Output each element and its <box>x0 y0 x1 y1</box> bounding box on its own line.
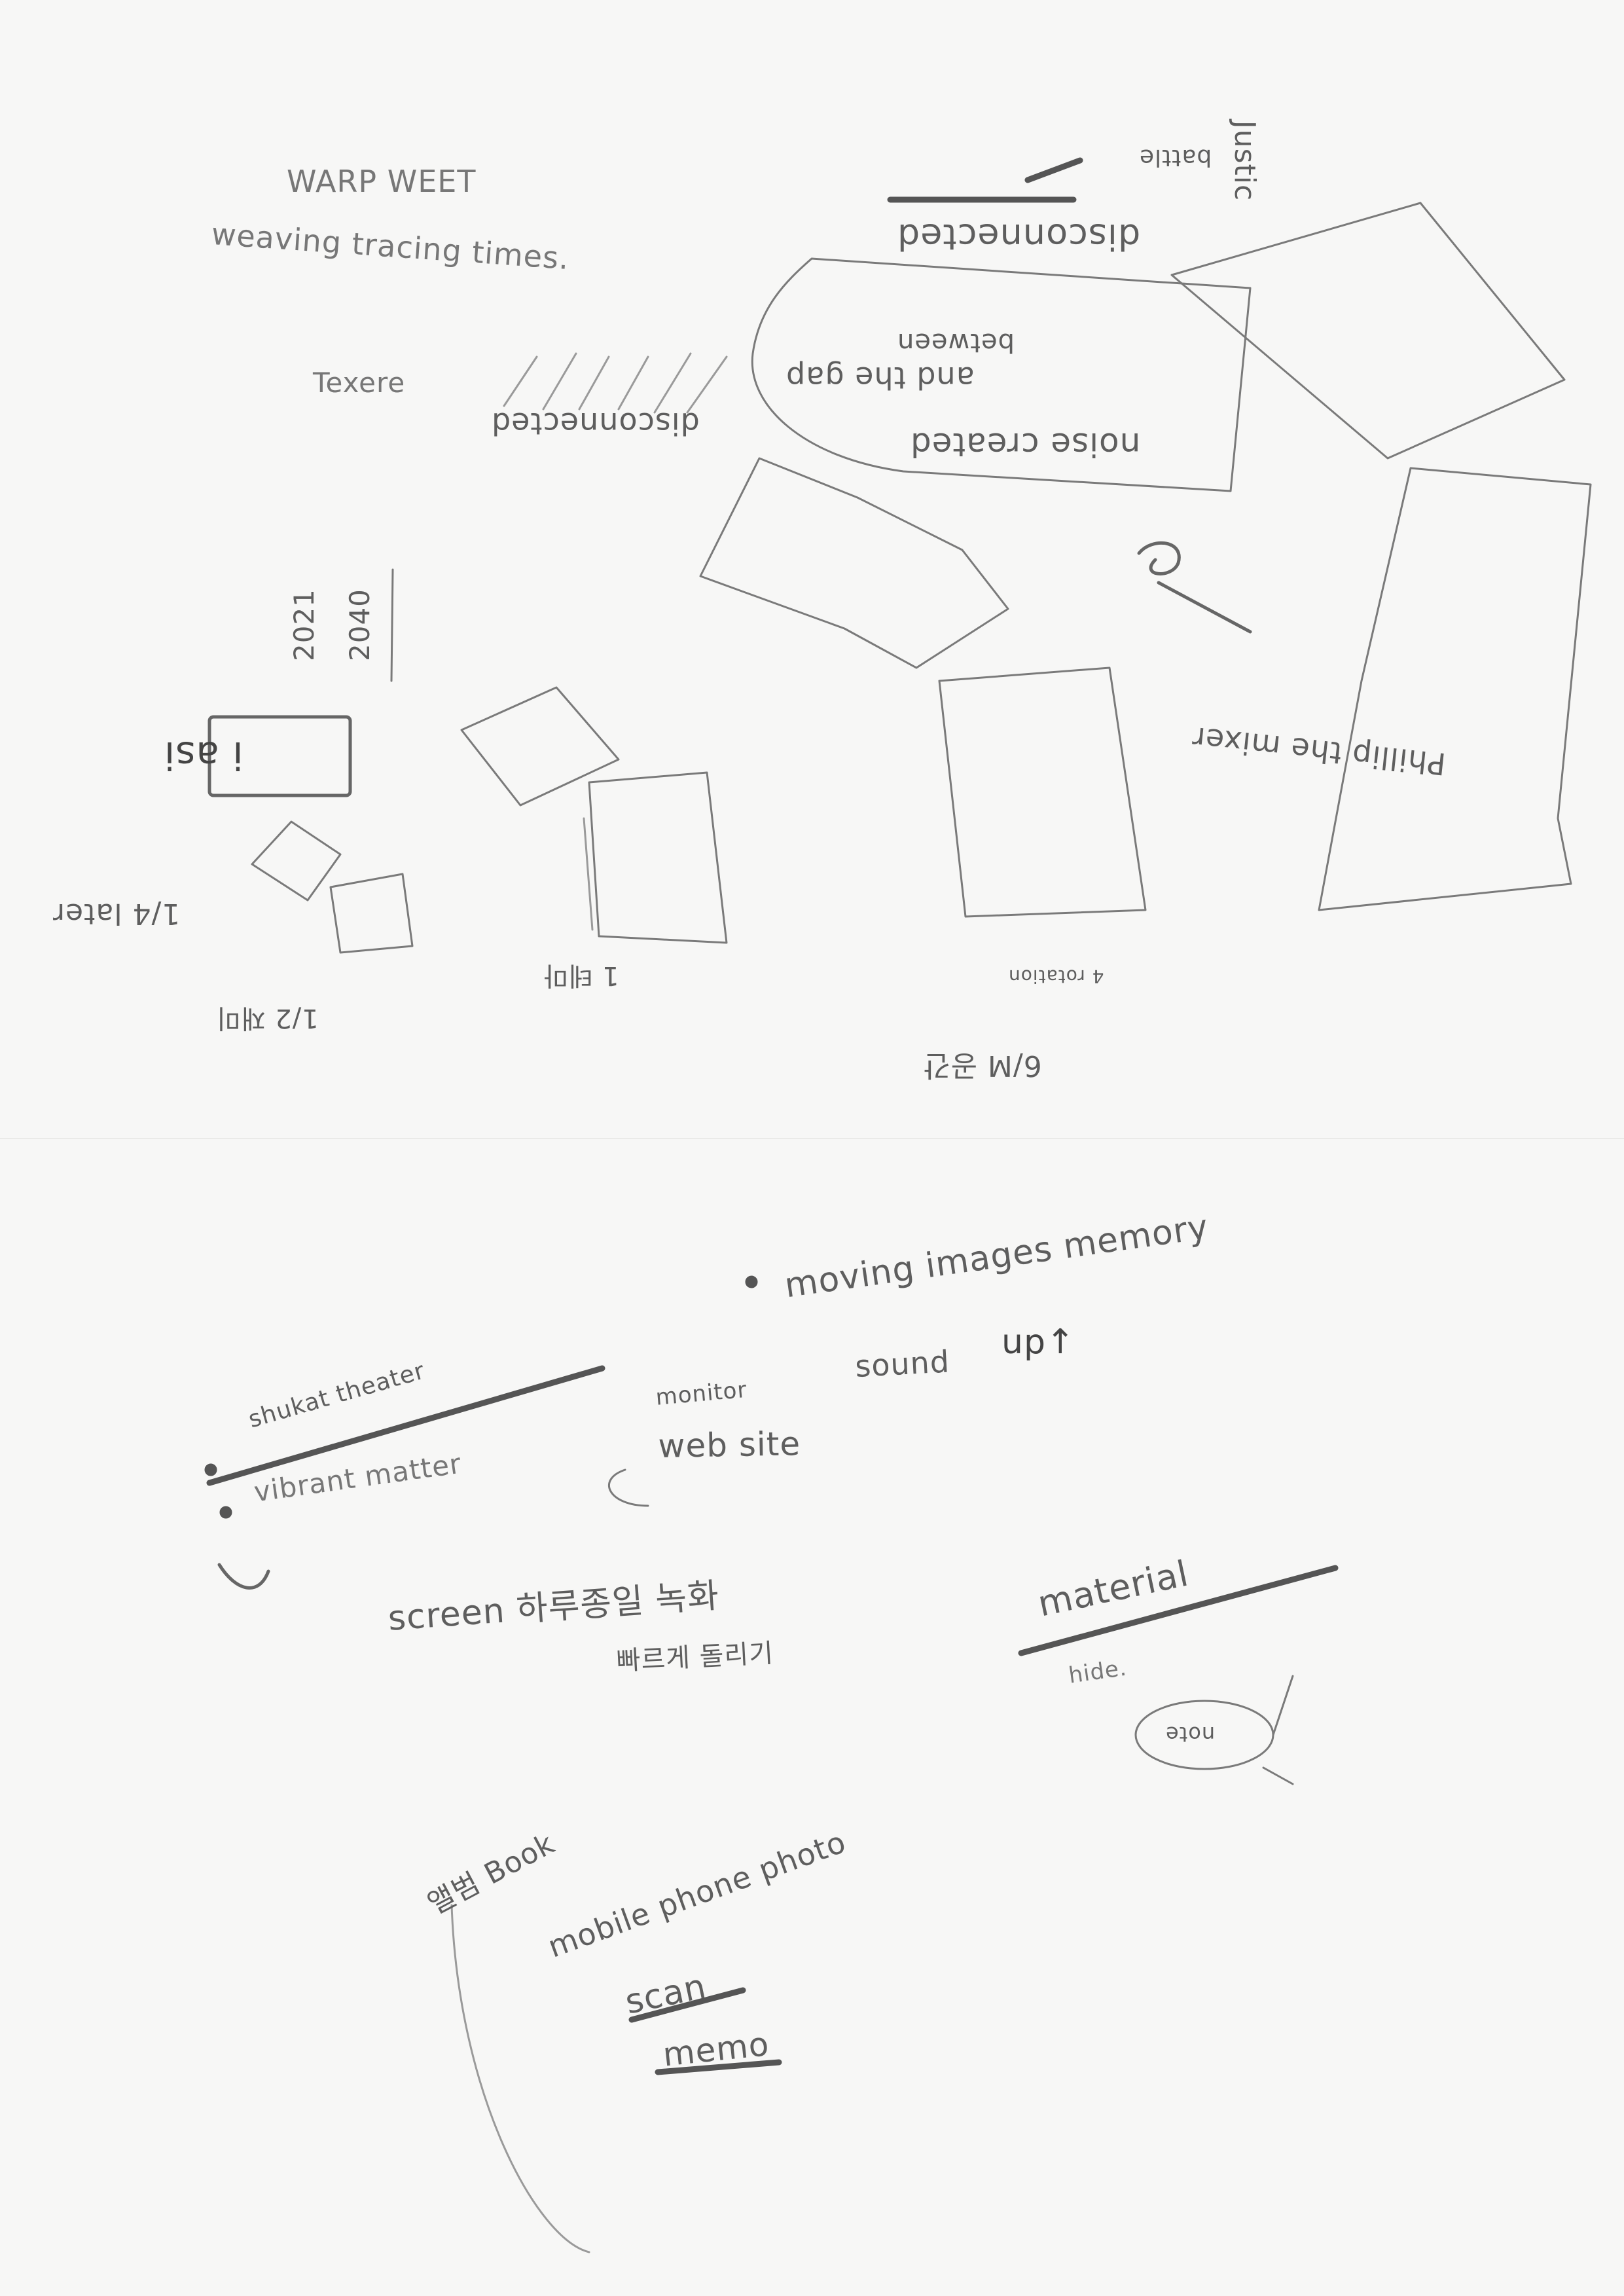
korean-note-1: 1/2 재미 <box>216 1003 319 1033</box>
shukat-underline <box>206 1365 605 1486</box>
title-warp: WARP WEET <box>287 164 477 199</box>
material-underline <box>1018 1565 1339 1656</box>
long-curve <box>450 1904 590 2253</box>
upside-disconnected: disconnected <box>491 406 700 441</box>
box-word: i asi <box>164 733 244 778</box>
upside-noise-created: noise created <box>910 426 1141 464</box>
quadrilateral-upper <box>699 457 1009 669</box>
scan-strike <box>628 1987 746 2023</box>
upside-disconnected-top: disconnected <box>897 216 1141 257</box>
strike-line-top <box>887 157 1083 203</box>
rectangle-middle-edge <box>583 817 594 931</box>
paper-fold <box>0 1138 1624 1140</box>
upside-and-gap: and the gap <box>785 360 975 395</box>
note-up: up↑ <box>1001 1322 1075 1362</box>
upside-between: between <box>897 327 1015 357</box>
small-note: 4 rotation <box>1008 966 1104 987</box>
note-bubble-text: note <box>1165 1722 1216 1747</box>
quadrilateral-right <box>1170 202 1566 460</box>
upside-battle: battle <box>1139 144 1212 171</box>
small-square-b <box>329 873 414 954</box>
arrow-curve <box>217 1563 270 1590</box>
small-square-a <box>251 820 342 902</box>
note-sound: sound <box>854 1343 951 1384</box>
upside-justice: Justic <box>1228 120 1262 202</box>
bullet-moving <box>745 1275 758 1288</box>
side-later: 1/4 later <box>52 897 181 930</box>
large-trapezoid <box>1318 467 1592 911</box>
word-texere: Texere <box>313 367 406 399</box>
year-2021: 2021 <box>288 589 320 661</box>
bullet-vibrant <box>219 1506 232 1519</box>
year-bracket <box>390 568 394 682</box>
korean-note-3: 6/M 공간 <box>923 1049 1042 1082</box>
spiral-mark <box>1137 541 1252 634</box>
note-web-site: web site <box>658 1425 801 1465</box>
memo-strike <box>655 2059 782 2075</box>
hatching <box>503 352 728 414</box>
rectangle-middle <box>588 771 728 944</box>
year-2040: 2040 <box>344 589 376 661</box>
tilted-square-small <box>460 686 620 807</box>
speech-loop <box>751 257 1252 492</box>
bracket-curve <box>608 1468 649 1507</box>
korean-note-2: 1 테마 <box>543 960 619 991</box>
note-bubble-tail <box>1262 1675 1294 1785</box>
bullet-shukat <box>204 1463 217 1476</box>
box-word-frame <box>208 715 352 797</box>
tall-rectangle <box>938 666 1147 918</box>
